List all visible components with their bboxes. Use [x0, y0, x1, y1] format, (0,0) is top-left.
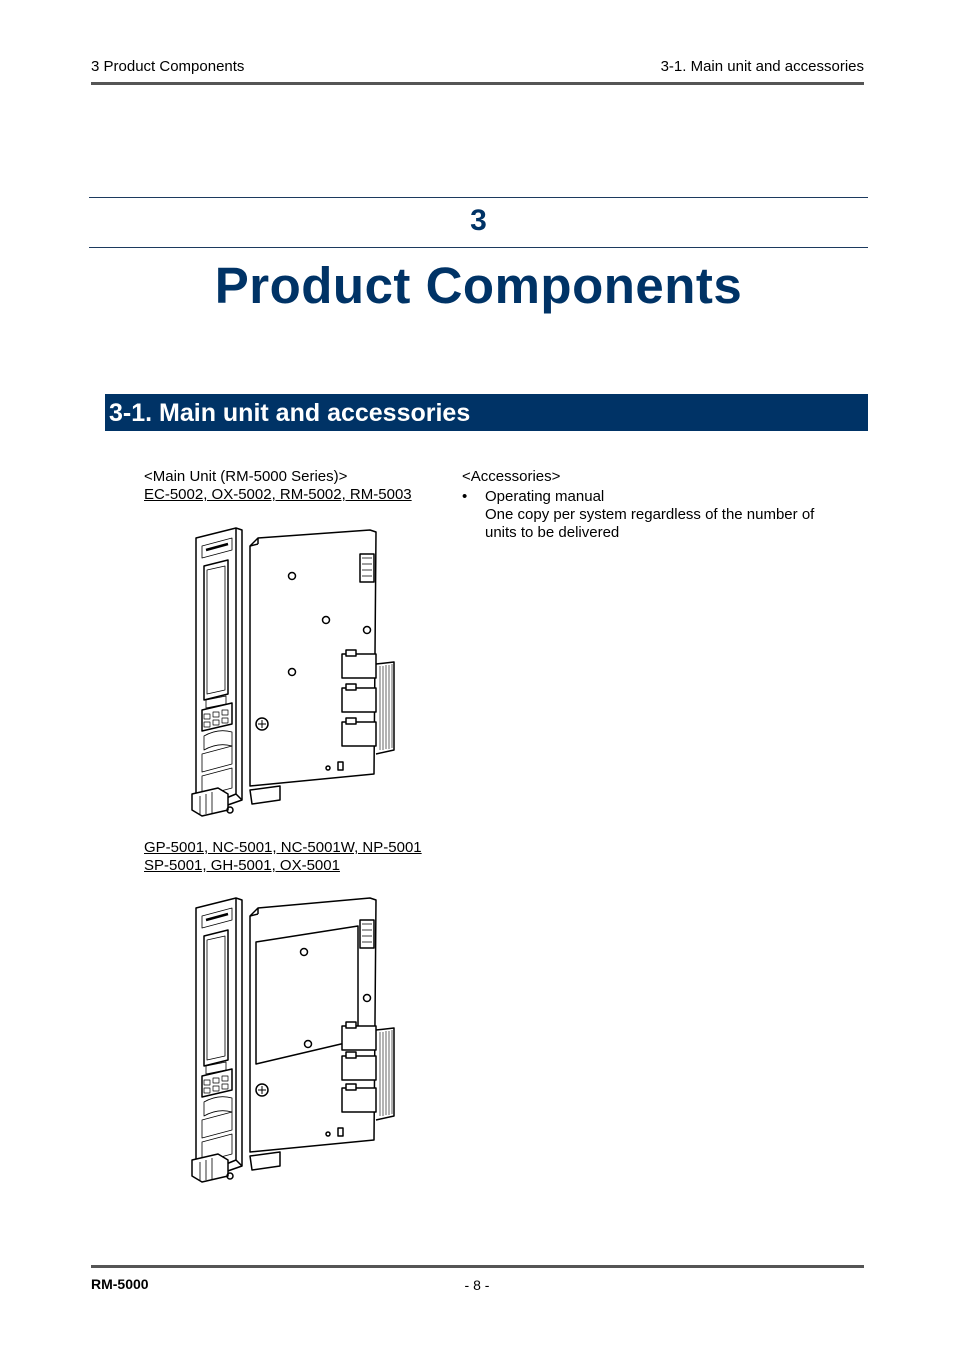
accessory-item-title: Operating manual [485, 488, 605, 505]
chapter-rule-top [89, 197, 868, 198]
main-unit-models-group-1: EC-5002, OX-5002, RM-5002, RM-5003 [144, 486, 412, 503]
bullet: • [462, 488, 468, 505]
accessories-list: • Operating manual One copy per system r… [462, 488, 862, 542]
footer-divider [91, 1265, 864, 1268]
running-header-chapter: 3 Product Components [91, 58, 245, 75]
accessory-item-note-line-2: units to be delivered [485, 524, 620, 541]
main-unit-models-group-2-line-1: GP-5001, NC-5001, NC-5001W, NP-5001 [144, 839, 422, 856]
main-unit-illustration-2 [191, 897, 395, 1183]
section-heading: 3-1. Main unit and accessories [105, 394, 868, 431]
main-unit-heading: <Main Unit (RM-5000 Series)> [144, 468, 348, 485]
main-unit-illustration-1 [191, 527, 395, 817]
footer-product-name: RM-5000 [91, 1276, 149, 1292]
accessory-item: • Operating manual One copy per system r… [462, 488, 862, 542]
running-header-section: 3-1. Main unit and accessories [660, 58, 864, 75]
accessory-item-note-line-1: One copy per system regardless of the nu… [485, 506, 815, 523]
accessories-heading: <Accessories> [462, 468, 561, 485]
page-number: - 8 - [464, 1277, 490, 1293]
chapter-rule-bottom [89, 247, 868, 248]
header-divider [91, 82, 864, 85]
chapter-title: Product Components [214, 257, 743, 314]
main-unit-models-group-2-line-2: SP-5001, GH-5001, OX-5001 [144, 857, 340, 874]
chapter-number: 3 [470, 204, 487, 237]
